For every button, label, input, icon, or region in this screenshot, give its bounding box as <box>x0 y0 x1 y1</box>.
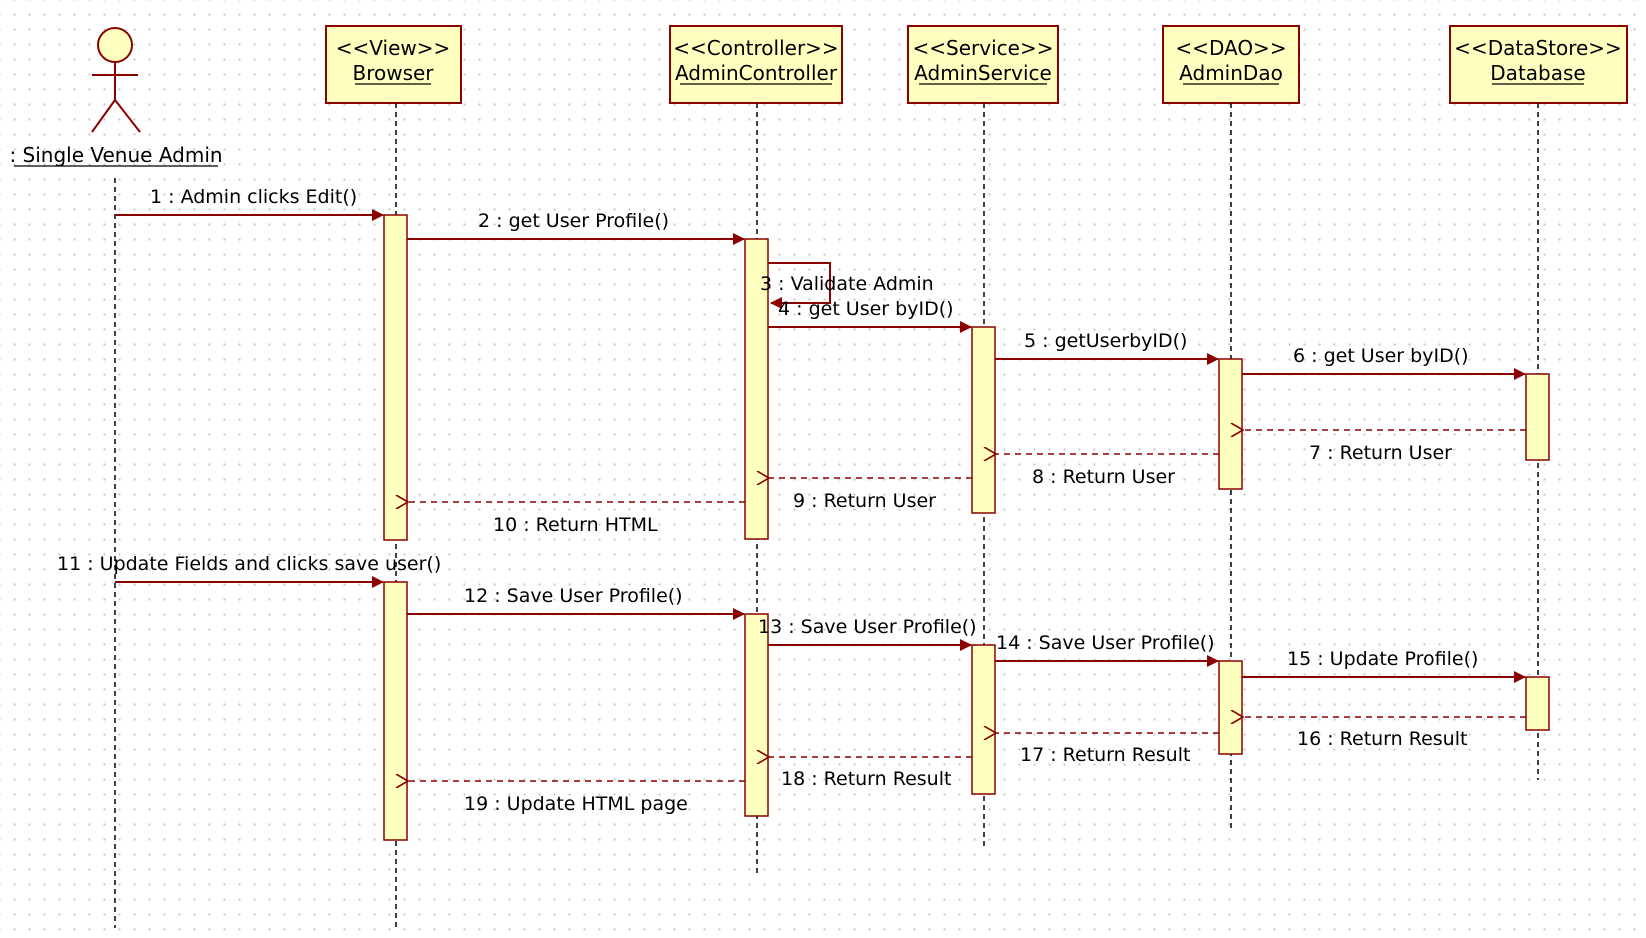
message-label: 12 : Save User Profile() <box>464 585 683 607</box>
participant-name: Browser <box>352 61 434 85</box>
message-7-return[interactable]: 7 : Return User <box>1243 430 1526 464</box>
message-13[interactable]: 13 : Save User Profile() <box>758 616 977 651</box>
participant-stereotype: <<DataStore>> <box>1454 36 1622 60</box>
participant-stereotype: <<Service>> <box>913 36 1054 60</box>
message-18-return[interactable]: 18 : Return Result <box>769 757 972 790</box>
message-14[interactable]: 14 : Save User Profile() <box>995 632 1219 667</box>
message-9-return[interactable]: 9 : Return User <box>769 478 972 512</box>
participant-admin-dao[interactable]: <<DAO>> AdminDao <box>1162 25 1300 104</box>
participant-name: AdminDao <box>1179 61 1283 85</box>
message-label: 11 : Update Fields and clicks save user(… <box>57 553 441 575</box>
message-label: 9 : Return User <box>793 490 936 512</box>
participant-admin-controller[interactable]: <<Controller>> AdminController <box>669 25 843 104</box>
message-label: 13 : Save User Profile() <box>758 616 977 638</box>
message-8-return[interactable]: 8 : Return User <box>996 454 1219 488</box>
service-activation-1 <box>971 326 996 514</box>
message-1[interactable]: 1 : Admin clicks Edit() <box>115 186 384 221</box>
participant-stereotype: <<View>> <box>336 36 451 60</box>
participant-browser[interactable]: <<View>> Browser <box>325 25 462 104</box>
controller-activation-1 <box>744 238 769 540</box>
message-11[interactable]: 11 : Update Fields and clicks save user(… <box>57 553 441 588</box>
message-5[interactable]: 5 : getUserbyID() <box>995 330 1219 365</box>
participant-database[interactable]: <<DataStore>> Database <box>1449 25 1628 104</box>
message-label: 4 : get User byID() <box>778 298 954 320</box>
message-label: 5 : getUserbyID() <box>1024 330 1187 352</box>
message-label: 6 : get User byID() <box>1293 345 1469 367</box>
message-label: 2 : get User Profile() <box>478 210 669 232</box>
message-2[interactable]: 2 : get User Profile() <box>407 210 745 245</box>
message-label: 8 : Return User <box>1032 466 1175 488</box>
message-label: 10 : Return HTML <box>493 514 658 536</box>
participant-name: Database <box>1490 61 1585 85</box>
message-16-return[interactable]: 16 : Return Result <box>1243 717 1526 750</box>
participant-admin-service[interactable]: <<Service>> AdminService <box>907 25 1059 104</box>
message-10-return[interactable]: 10 : Return HTML <box>408 502 745 536</box>
message-19-return[interactable]: 19 : Update HTML page <box>408 781 745 815</box>
database-activation-1 <box>1525 373 1550 461</box>
message-15[interactable]: 15 : Update Profile() <box>1242 648 1526 683</box>
message-label: 3 : Validate Admin <box>760 273 934 295</box>
database-activation-2 <box>1525 676 1550 731</box>
message-label: 7 : Return User <box>1309 442 1452 464</box>
actor-single-venue-admin[interactable]: : Single Venue Admin <box>9 27 223 167</box>
controller-activation-2 <box>744 613 769 817</box>
service-activation-2 <box>971 644 996 795</box>
actor-head-icon <box>97 27 133 63</box>
message-3-self[interactable]: 3 : Validate Admin <box>760 262 934 309</box>
message-4[interactable]: 4 : get User byID() <box>768 298 972 333</box>
dao-activation-1 <box>1218 358 1243 490</box>
dao-activation-2 <box>1218 660 1243 755</box>
message-label: 16 : Return Result <box>1297 728 1467 750</box>
message-label: 17 : Return Result <box>1020 744 1190 766</box>
participant-stereotype: <<Controller>> <box>673 36 838 60</box>
browser-activation-2 <box>383 581 408 841</box>
message-label: 15 : Update Profile() <box>1287 648 1478 670</box>
actor-name: : Single Venue Admin <box>9 143 222 167</box>
message-17-return[interactable]: 17 : Return Result <box>996 733 1219 766</box>
message-6[interactable]: 6 : get User byID() <box>1242 345 1526 380</box>
message-label: 19 : Update HTML page <box>464 793 688 815</box>
participant-name: AdminService <box>914 61 1052 85</box>
message-label: 1 : Admin clicks Edit() <box>150 186 357 208</box>
message-12[interactable]: 12 : Save User Profile() <box>407 585 745 620</box>
message-label: 14 : Save User Profile() <box>996 632 1215 654</box>
message-label: 18 : Return Result <box>781 768 951 790</box>
participant-stereotype: <<DAO>> <box>1175 36 1286 60</box>
browser-activation-1 <box>383 214 408 541</box>
participant-name: AdminController <box>675 61 838 85</box>
